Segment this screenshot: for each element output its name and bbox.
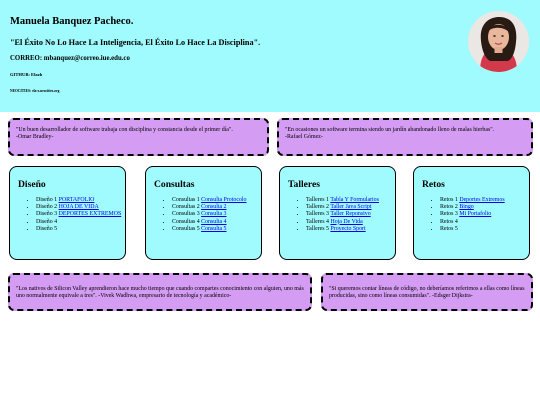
- card-list: Diseño 1 PORTAFOLIO Diseño 2 HOJA DE VID…: [18, 197, 125, 233]
- link-bingo[interactable]: Bingo: [459, 204, 474, 211]
- link-hoja-de-vida-taller[interactable]: Hoja De Vida: [330, 218, 363, 225]
- card-retos: Retos Retos 1 Deportes Extremos Retos 2 …: [413, 166, 530, 260]
- list-item: Talleres 3 Taller Reponsivo: [306, 211, 395, 218]
- avatar-portrait-icon: [468, 11, 529, 72]
- link-deportes-extremos[interactable]: DEPORTES EXTREMOS: [58, 211, 122, 218]
- profile-email: CORREO: mbanquez@correo.iue.edu.co: [10, 55, 130, 62]
- list-item: Retos 1 Deportes Extremos: [440, 197, 529, 204]
- list-item: Talleres 5 Proyecto Sport: [306, 226, 395, 233]
- link-consulta-4[interactable]: Consulta 4: [201, 218, 227, 225]
- list-item: Consultas 2 Consulta 2: [172, 204, 261, 211]
- link-taller-java-script[interactable]: Taller Java Script: [330, 204, 372, 211]
- list-item: Consultas 1 Consulta Protocolo: [172, 197, 261, 204]
- profile-neocities: NEOCITIES: ela-z.neocities.org: [10, 89, 60, 93]
- quote-author: -Omar Bradley-: [16, 134, 54, 140]
- link-hoja-de-vida[interactable]: HOJA DE VIDA: [58, 204, 99, 211]
- list-item: Retos 3 Mi Portafolio: [440, 211, 529, 218]
- list-item: Retos 2 Bingo: [440, 204, 529, 211]
- avatar: [468, 11, 529, 72]
- link-taller-reponsivo[interactable]: Taller Reponsivo: [330, 211, 371, 218]
- quote-box-dijkstra: "Si queremos contar líneas de código, no…: [321, 273, 533, 311]
- card-list: Retos 1 Deportes Extremos Retos 2 Bingo …: [422, 197, 529, 233]
- link-proyecto-sport[interactable]: Proyecto Sport: [330, 225, 366, 232]
- quote-author: -Rafael Gómez-: [285, 134, 323, 140]
- link-deportes-extremos-reto[interactable]: Deportes Extremos: [459, 197, 505, 203]
- profile-name: Manuela Banquez Pacheco.: [10, 16, 134, 27]
- card-list: Consultas 1 Consulta Protocolo Consultas…: [154, 197, 261, 233]
- link-tabla-formularios[interactable]: Tabla Y Formularios: [330, 197, 379, 203]
- list-item: Diseño 2 HOJA DE VIDA: [36, 204, 125, 211]
- list-item: Consultas 4 Consulta 4: [172, 219, 261, 226]
- list-item: Talleres 4 Hoja De Vida: [306, 219, 395, 226]
- quote-box-gomez: "En ocasiones un software termina siendo…: [277, 118, 533, 156]
- list-item: Retos 5: [440, 226, 529, 233]
- list-item: Talleres 2 Taller Java Script: [306, 204, 395, 211]
- card-list: Talleres 1 Tabla Y Formularios Talleres …: [288, 197, 395, 233]
- link-mi-portafolio[interactable]: Mi Portafolio: [459, 211, 492, 218]
- link-consulta-2[interactable]: Consulta 2: [201, 204, 227, 211]
- card-title: Talleres: [288, 179, 320, 190]
- quote-text: "Si queremos contar líneas de código, no…: [329, 286, 525, 299]
- link-portafolio[interactable]: PORTAFOLIO: [58, 197, 95, 203]
- profile-header: Manuela Banquez Pacheco. "El Éxito No Lo…: [0, 0, 540, 112]
- quote-text: "Los nativos de Silicon Valley aprendier…: [16, 286, 304, 299]
- profile-github: GITHUB: Elazb: [10, 72, 43, 77]
- list-item: Diseño 1 PORTAFOLIO: [36, 197, 125, 204]
- link-consulta-3[interactable]: Consulta 3: [201, 211, 227, 218]
- quote-text: "En ocasiones un software termina siendo…: [285, 127, 495, 133]
- list-item: Diseño 5: [36, 226, 125, 233]
- card-title: Consultas: [154, 179, 195, 190]
- list-item: Diseño 4: [36, 219, 125, 226]
- profile-motto: "El Éxito No Lo Hace La Inteligencia, El…: [10, 38, 261, 47]
- card-title: Retos: [422, 179, 445, 190]
- quote-text: "Un buen desarrollador de software traba…: [16, 127, 233, 133]
- card-title: Diseño: [18, 179, 46, 190]
- quote-box-wadhwa: "Los nativos de Silicon Valley aprendier…: [8, 273, 312, 311]
- link-consulta-protocolo[interactable]: Consulta Protocolo: [201, 197, 247, 203]
- list-item: Consultas 3 Consulta 3: [172, 211, 261, 218]
- card-consultas: Consultas Consultas 1 Consulta Protocolo…: [145, 166, 262, 260]
- quote-box-bradley: "Un buen desarrollador de software traba…: [8, 118, 269, 156]
- card-talleres: Talleres Talleres 1 Tabla Y Formularios …: [279, 166, 396, 260]
- list-item: Retos 4: [440, 219, 529, 226]
- list-item: Talleres 1 Tabla Y Formularios: [306, 197, 395, 204]
- list-item: Consultas 5 Consulta 5: [172, 226, 261, 233]
- link-consulta-5[interactable]: Consulta 5: [201, 225, 227, 232]
- card-diseno: Diseño Diseño 1 PORTAFOLIO Diseño 2 HOJA…: [9, 166, 126, 260]
- list-item: Diseño 3 DEPORTES EXTREMOS: [36, 211, 125, 218]
